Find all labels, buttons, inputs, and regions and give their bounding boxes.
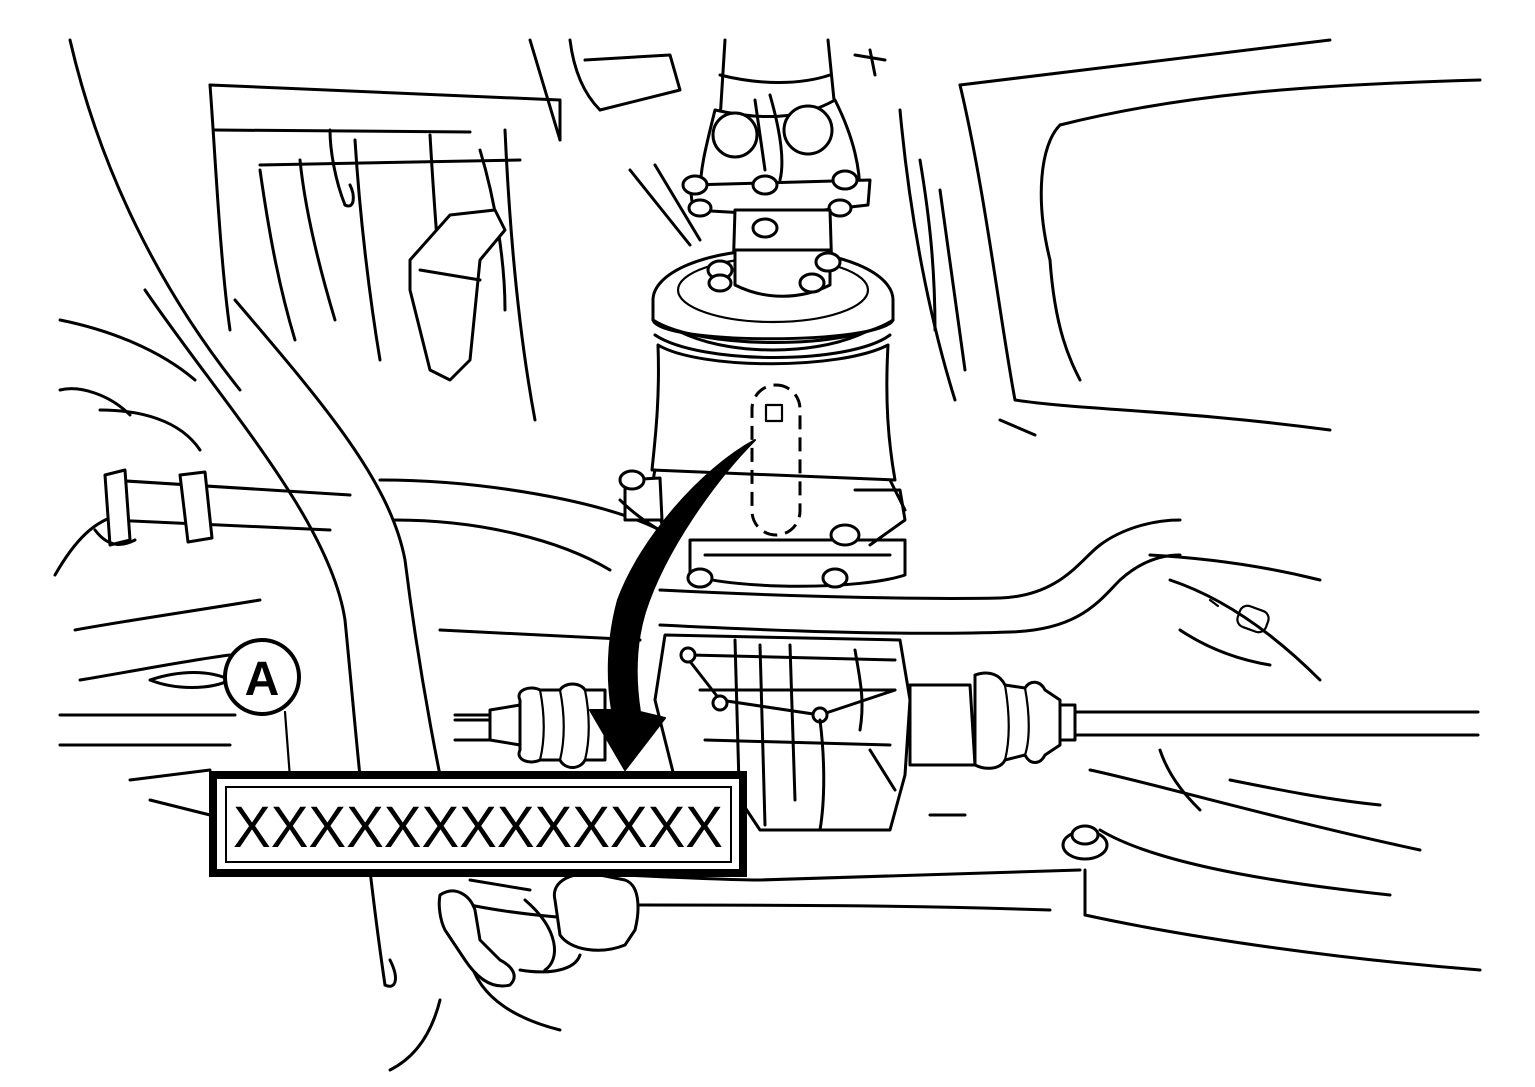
stabilizer-bar [658,518,1182,635]
label-plate-inner [225,786,732,863]
steering-shaft [628,38,872,277]
label-plate: XXXXXXXXXXXXX [209,771,747,877]
motor-housing [618,248,907,589]
left-pipe [93,468,352,547]
label-plate-text: XXXXXXXXXXXXX [233,795,723,860]
harness-connector [437,872,640,988]
location-arrow [589,439,756,771]
callout-leader-line [283,710,292,780]
callout-circle [223,638,301,716]
vehicle-body-outline [53,38,1482,1072]
callout-a: A [223,638,301,780]
callout-letter: A [245,653,280,706]
